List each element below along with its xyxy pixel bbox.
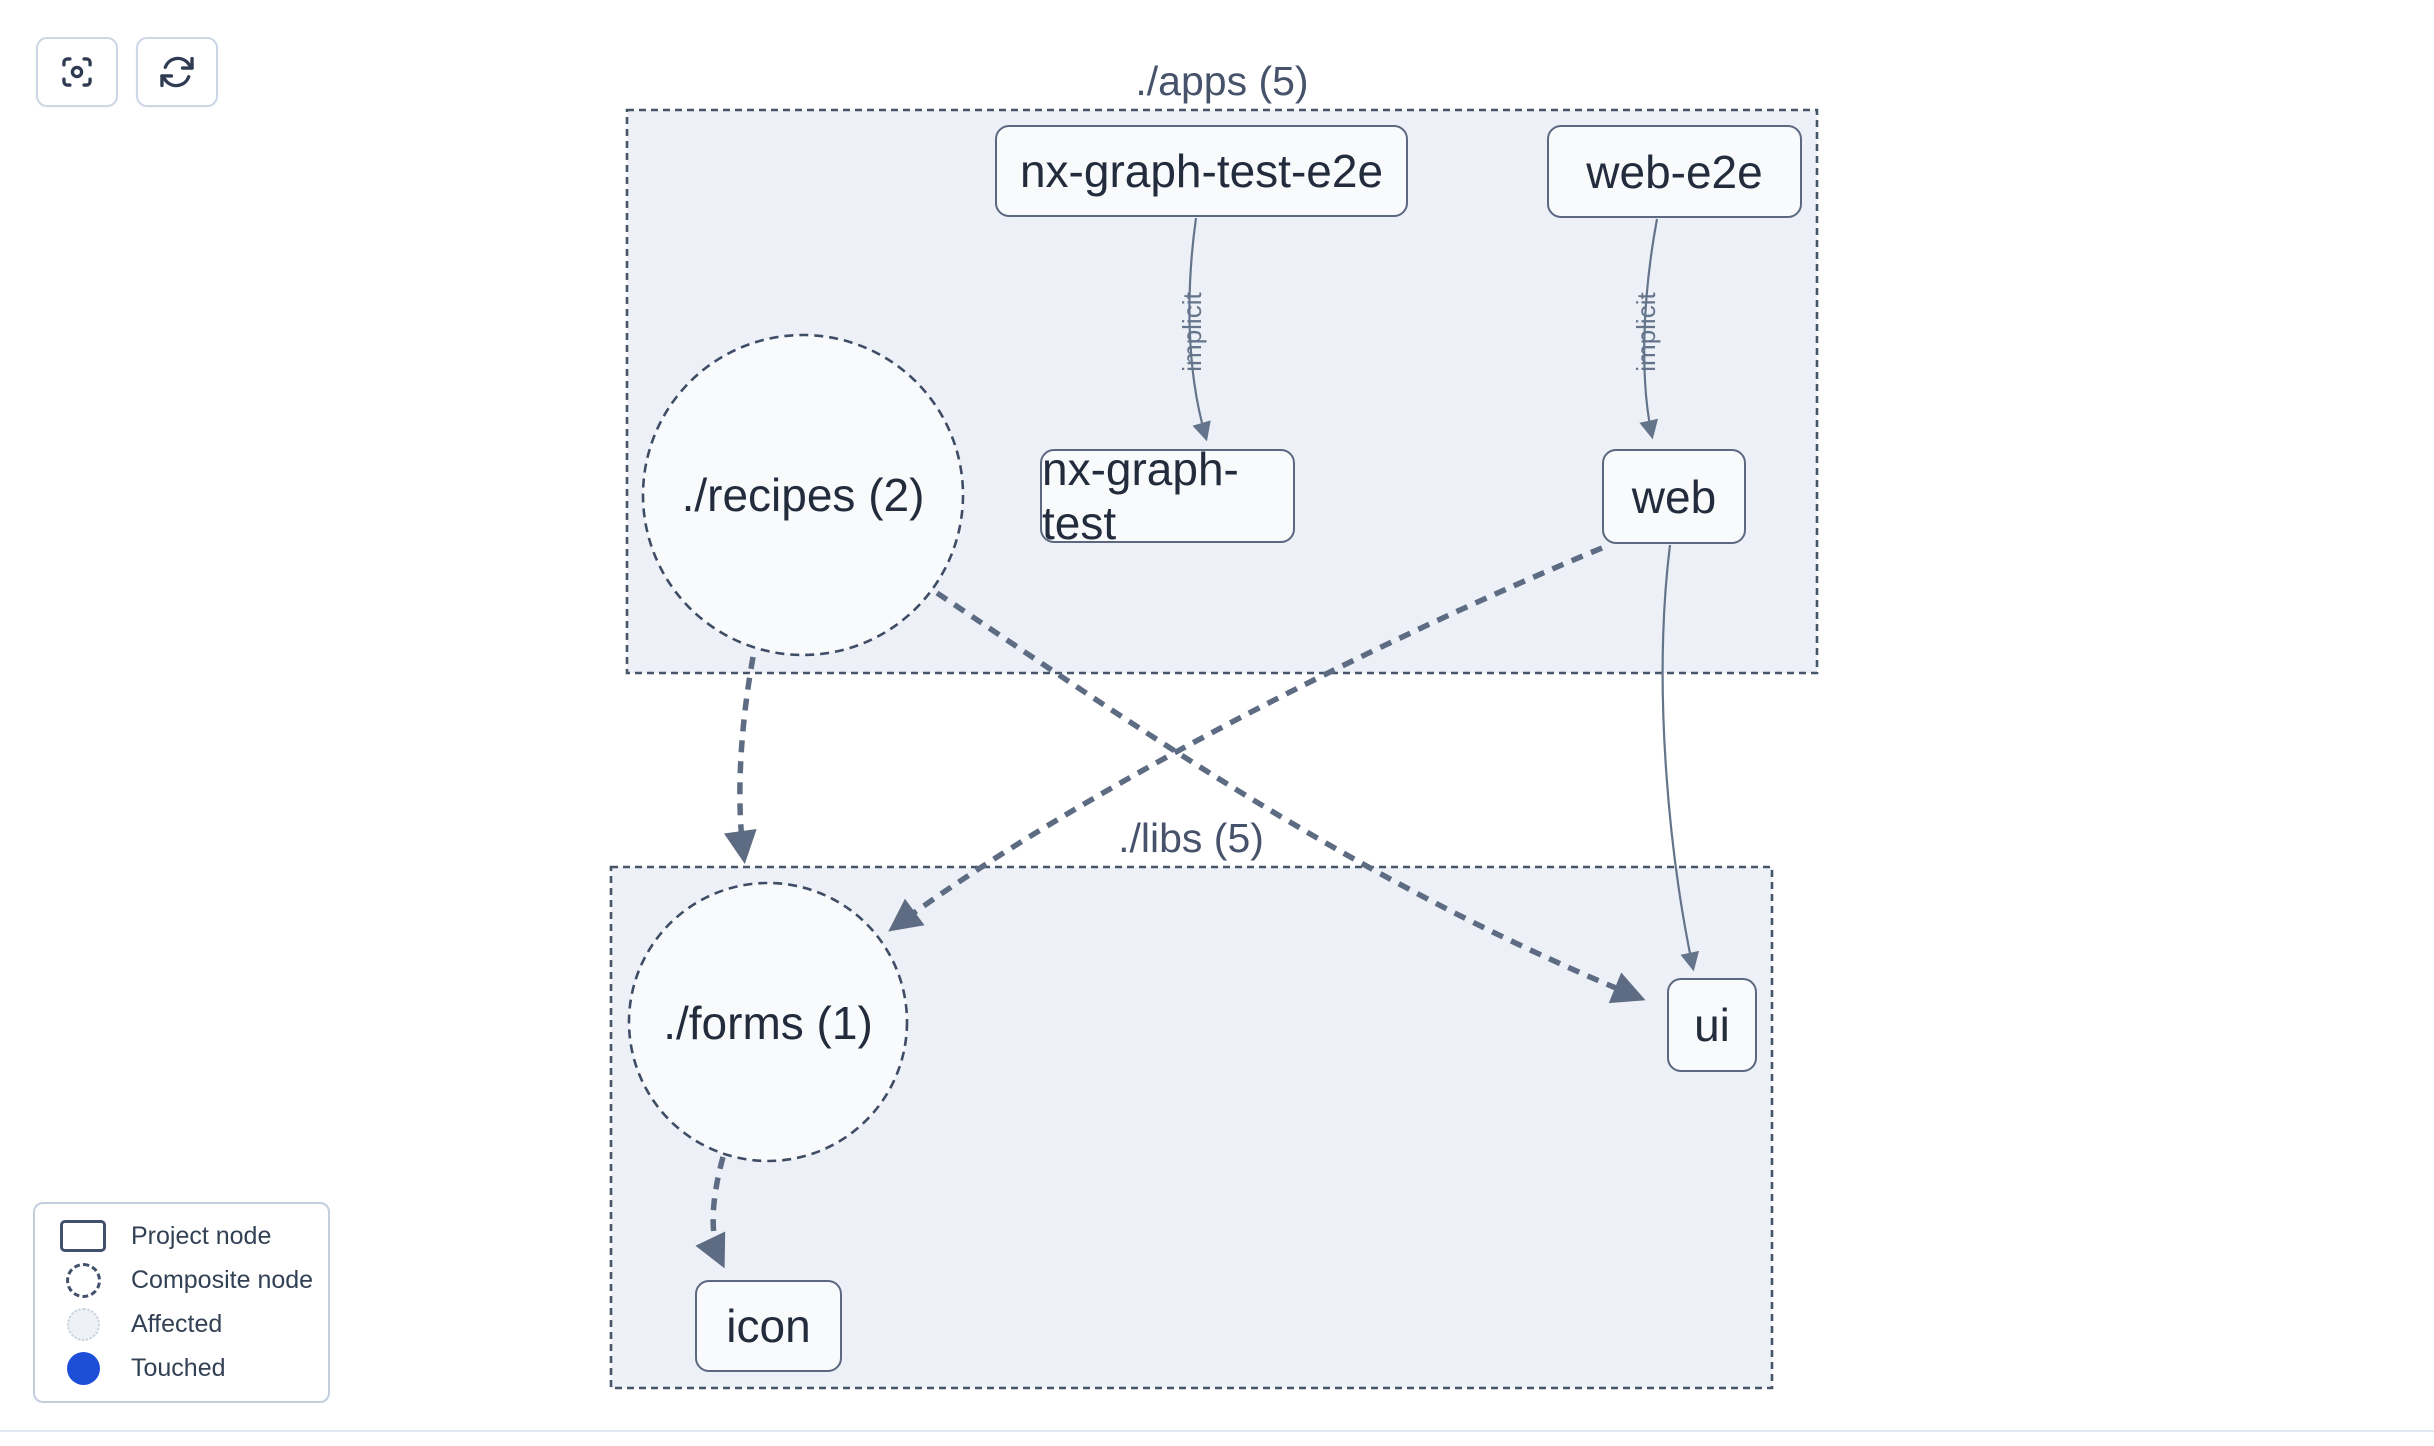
viewfinder-focus-icon: [58, 53, 96, 91]
refresh-icon: [158, 53, 196, 91]
cluster-apps-label: ./apps (5): [1135, 58, 1309, 104]
legend-item-composite-node: Composite node: [35, 1262, 328, 1298]
project-node-label: nx-graph-test-e2e: [1019, 145, 1384, 197]
edge-web-e2e-to-web: [1639, 218, 1659, 440]
project-node-label: nx-graph-test: [1042, 443, 1239, 549]
project-node-label: icon: [726, 1300, 811, 1352]
composite-node-forms-label: ./forms (1): [663, 997, 873, 1049]
edge-recipes-to-forms: [723, 656, 757, 864]
edge-web-to-forms: [888, 545, 1604, 932]
composite-node-forms-circle[interactable]: [627, 881, 909, 1163]
legend-label: Project node: [131, 1221, 272, 1250]
canvas-bottom-border: [0, 1430, 2434, 1432]
project-node-web[interactable]: web: [1602, 449, 1746, 544]
edge-label-implicit-2: implicit: [1631, 292, 1661, 372]
legend-label: Affected: [131, 1310, 223, 1339]
legend-item-touched: Touched: [35, 1351, 328, 1385]
project-node-ui[interactable]: ui: [1667, 978, 1757, 1072]
project-node-nx-graph-test[interactable]: nx-graph-test: [1040, 443, 1295, 549]
legend-item-affected: Affected: [35, 1308, 328, 1342]
touched-swatch-icon: [66, 1351, 100, 1385]
project-node-nx-graph-test-e2e[interactable]: nx-graph-test-e2e: [995, 125, 1408, 217]
project-node-label: web-e2e: [1586, 145, 1763, 198]
legend-label: Composite node: [131, 1265, 314, 1294]
project-node-icon[interactable]: icon: [695, 1280, 842, 1372]
composite-node-swatch-icon: [65, 1262, 101, 1298]
project-node-web-e2e[interactable]: web-e2e: [1547, 125, 1802, 218]
graph-legend: Project node Composite node Affected Tou…: [33, 1202, 330, 1403]
composite-node-recipes-circle[interactable]: [641, 333, 965, 657]
edge-web-to-ui: [1661, 544, 1700, 972]
cluster-libs-label: ./libs (5): [1118, 815, 1264, 861]
edge-nx-graph-test-e2e-to-nx-graph-test: [1188, 217, 1211, 442]
edge-label-implicit-1: implicit: [1177, 292, 1207, 372]
project-node-swatch-icon: [60, 1220, 106, 1253]
legend-item-project-node: Project node: [35, 1220, 328, 1253]
legend-label: Touched: [131, 1353, 226, 1382]
affected-swatch-icon: [66, 1308, 100, 1342]
composite-node-recipes-label: ./recipes (2): [681, 469, 925, 521]
center-graph-button[interactable]: [36, 37, 118, 107]
project-node-label: ui: [1694, 999, 1730, 1051]
edge-recipes-to-ui: [935, 590, 1646, 1004]
refresh-graph-button[interactable]: [136, 37, 218, 107]
project-node-label: web: [1631, 470, 1717, 523]
